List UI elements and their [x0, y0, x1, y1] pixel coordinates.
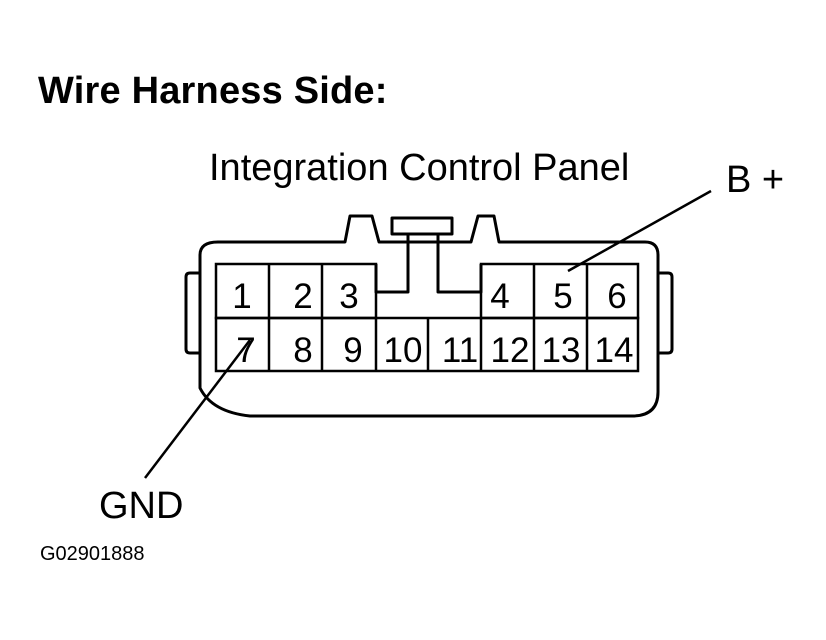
- pin-13: 13: [542, 331, 581, 370]
- heading: Wire Harness Side:: [38, 70, 388, 112]
- connector-name: Integration Control Panel: [209, 147, 629, 189]
- pin-14: 14: [595, 331, 634, 370]
- pin-11: 11: [442, 331, 478, 370]
- pin-10: 10: [384, 331, 423, 370]
- gnd-leader-line: [144, 339, 251, 479]
- figure-id: G02901888: [40, 543, 145, 565]
- gnd-label: GND: [99, 485, 183, 527]
- pin-9: 9: [343, 331, 362, 370]
- pin-6: 6: [607, 277, 626, 316]
- pin-8: 8: [293, 331, 312, 370]
- pin-2: 2: [293, 277, 312, 316]
- pin-7: 7: [236, 331, 255, 370]
- pin-12: 12: [491, 331, 530, 370]
- left-side-latch: [184, 271, 200, 355]
- right-side-latch: [658, 271, 674, 355]
- pin-labels: 1 2 3 4 5 6 7 8 9 10 11 12 13 14: [232, 277, 633, 370]
- pin-3: 3: [339, 277, 358, 316]
- pin-1: 1: [232, 277, 251, 316]
- pin-5: 5: [553, 277, 572, 316]
- pin-4: 4: [490, 277, 509, 316]
- locking-tab: [390, 216, 454, 236]
- connector-housing: [198, 214, 660, 418]
- b-plus-label: B +: [726, 159, 784, 201]
- pin-grid: [214, 262, 640, 373]
- b-plus-leader-line: [567, 189, 712, 273]
